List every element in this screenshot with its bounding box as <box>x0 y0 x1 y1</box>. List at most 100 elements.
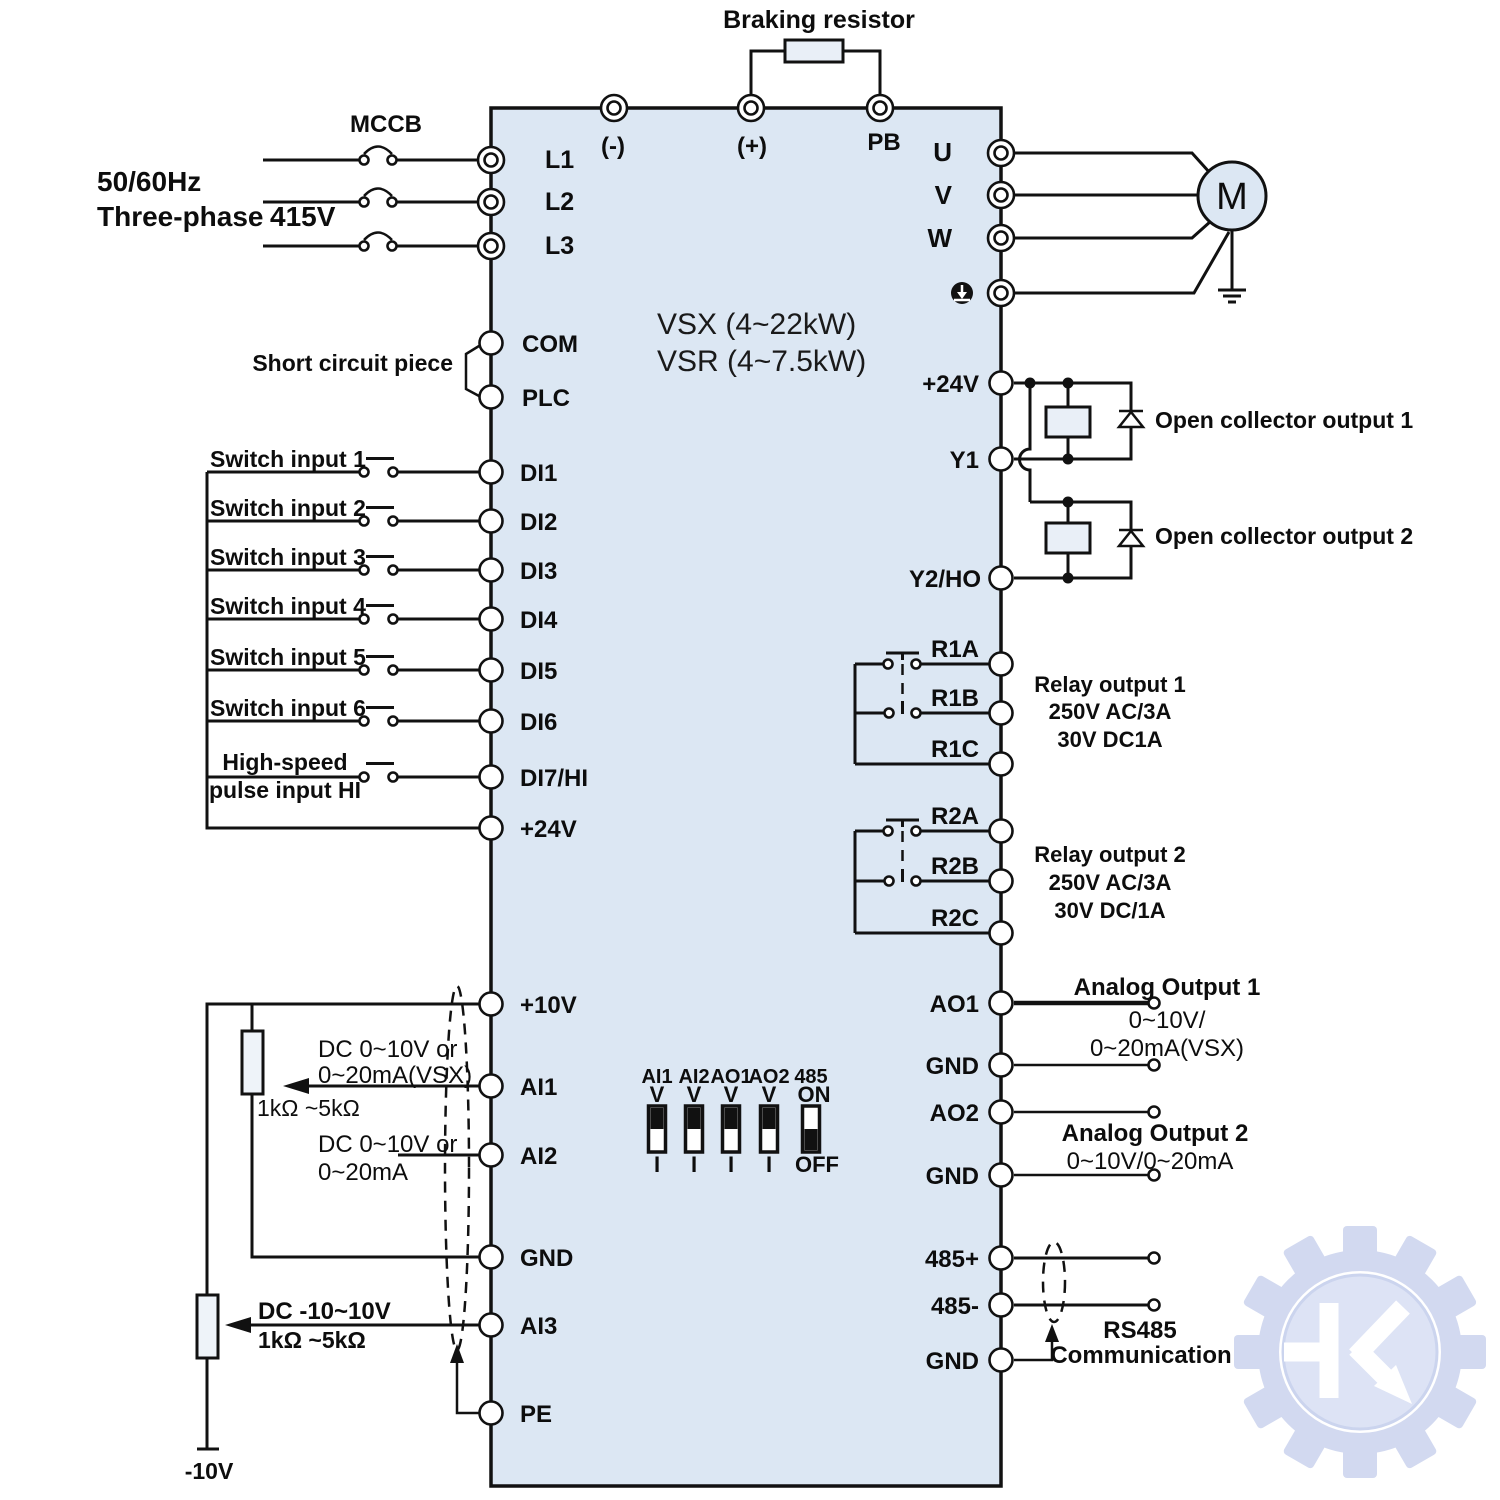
svg-text:V: V <box>762 1082 777 1107</box>
svg-text:L3: L3 <box>545 232 574 260</box>
ai1-note-2: 0~20mA(VSX) <box>318 1062 472 1089</box>
svg-text:AO2: AO2 <box>748 1066 789 1088</box>
shield-ellipse-analog <box>443 984 471 1352</box>
svg-text:250V AC/3A: 250V AC/3A <box>1049 699 1172 724</box>
svg-text:PLC: PLC <box>522 385 570 412</box>
svg-text:Switch input 4: Switch input 4 <box>210 593 366 619</box>
wiper-arrow-ai1 <box>283 1078 309 1094</box>
svg-text:AI2: AI2 <box>520 1143 557 1170</box>
oc2-load <box>1044 521 1092 555</box>
svg-text:pulse input HI: pulse input HI <box>209 777 361 803</box>
svg-text:30V DC/1A: 30V DC/1A <box>1054 898 1165 923</box>
svg-text:Y2/HO: Y2/HO <box>909 566 981 593</box>
svg-text:PB: PB <box>867 129 900 156</box>
dip-switch-ai1[interactable] <box>646 1104 668 1154</box>
terminal-dc-plus: (+) <box>736 93 767 160</box>
svg-text:Switch input 1: Switch input 1 <box>210 446 366 472</box>
terminal-di5: DI5 <box>478 657 557 685</box>
braking-resistor-symbol <box>783 38 845 64</box>
terminal-r1b: R1B <box>931 685 1014 726</box>
terminal-gnd-left: GND <box>478 1244 573 1272</box>
braking-resistor-circuit: Braking resistor <box>723 6 915 95</box>
switch-input-3: Switch input 3 <box>207 544 480 576</box>
potentiometer-1 <box>240 1029 265 1096</box>
analog-output-wires: Analog Output 1 0~10V/ 0~20mA(VSX) Analo… <box>1014 974 1260 1182</box>
terminal-di3: DI3 <box>478 557 557 585</box>
svg-text:+24V: +24V <box>520 816 577 843</box>
svg-text:(+): (+) <box>737 133 767 160</box>
ao2-range: 0~10V/0~20mA <box>1067 1148 1234 1175</box>
svg-text:R1A: R1A <box>931 636 979 663</box>
dip-switch-ao1[interactable] <box>720 1104 742 1154</box>
dip-switch-ao2[interactable] <box>758 1104 780 1154</box>
svg-text:DI5: DI5 <box>520 658 557 685</box>
terminal-u: U <box>933 137 1016 168</box>
terminal-di4: DI4 <box>478 606 558 634</box>
svg-text:L1: L1 <box>545 146 574 174</box>
svg-text:L2: L2 <box>545 188 574 216</box>
rs485-label-1: RS485 <box>1103 1317 1176 1344</box>
terminal-485-plus: 485+ <box>925 1245 1014 1273</box>
terminal-24v-right: +24V <box>922 370 1014 398</box>
svg-text:DI7/HI: DI7/HI <box>520 765 588 792</box>
shield-arrow-485 <box>1045 1324 1059 1342</box>
ai3-note-1: DC -10~10V <box>258 1298 391 1325</box>
svg-text:DI3: DI3 <box>520 558 557 585</box>
motor: M <box>1196 160 1268 232</box>
svg-text:W: W <box>927 223 952 253</box>
oc1-label: Open collector output 1 <box>1155 407 1413 433</box>
dip-switch-ai2[interactable] <box>683 1104 705 1154</box>
svg-text:+24V: +24V <box>922 371 979 398</box>
braking-resistor-label: Braking resistor <box>723 6 915 34</box>
svg-text:R1C: R1C <box>931 736 979 763</box>
motor-output-wires <box>1014 151 1246 304</box>
pot1-label: 1kΩ ~5kΩ <box>257 1095 360 1121</box>
ai2-note-1: DC 0~10V or <box>318 1131 457 1158</box>
svg-text:Switch input 5: Switch input 5 <box>210 644 366 670</box>
svg-text:V: V <box>935 180 953 210</box>
terminal-com: COM <box>478 330 578 358</box>
neg10v-label: -10V <box>185 1458 234 1484</box>
svg-text:+10V: +10V <box>520 992 577 1019</box>
terminal-gnd-ao1: GND <box>926 1052 1014 1080</box>
potentiometer-2 <box>195 1293 220 1360</box>
svg-text:V: V <box>650 1082 665 1107</box>
svg-text:GND: GND <box>926 1053 979 1080</box>
terminal-di2: DI2 <box>478 508 557 536</box>
svg-text:DI4: DI4 <box>520 607 558 634</box>
watermark-k-arrow <box>1284 1300 1410 1398</box>
terminal-di1: DI1 <box>478 459 557 487</box>
terminal-pb: PB <box>865 93 901 156</box>
terminal-w: W <box>927 223 1016 253</box>
ao2-title: Analog Output 2 <box>1062 1120 1249 1147</box>
terminal-24v-left: +24V <box>478 815 577 843</box>
switch-input-2: Switch input 2 <box>207 495 480 527</box>
svg-text:V: V <box>687 1082 702 1107</box>
dip-switch-485[interactable] <box>800 1104 822 1154</box>
terminal-485-minus: 485- <box>931 1292 1014 1320</box>
terminal-y1: Y1 <box>950 446 1014 474</box>
wiper-arrow-ai3 <box>225 1317 251 1333</box>
svg-text:GND: GND <box>520 1245 573 1272</box>
terminal-r2c: R2C <box>931 905 1014 946</box>
svg-text:AO2: AO2 <box>930 1100 979 1127</box>
svg-text:U: U <box>933 137 952 167</box>
relay-output-1: Relay output 1 250V AC/3A 30V DC1A <box>853 651 1186 766</box>
terminal-ai1: AI1 <box>478 1073 557 1101</box>
pot2-label: 1kΩ ~5kΩ <box>258 1327 366 1353</box>
terminal-l1: L1 <box>476 145 574 175</box>
shield-ellipse-485 <box>1041 1240 1067 1324</box>
svg-text:AO1: AO1 <box>710 1066 751 1088</box>
terminal-r2b: R2B <box>931 853 1014 894</box>
high-speed-pulse-input: High-speed pulse input HI <box>207 749 480 803</box>
terminal-ai2: AI2 <box>478 1142 557 1170</box>
svg-text:I: I <box>728 1152 734 1177</box>
svg-text:DI1: DI1 <box>520 460 557 487</box>
svg-text:R2C: R2C <box>931 905 979 932</box>
motor-label: M <box>1216 176 1248 218</box>
svg-text:I: I <box>654 1152 660 1177</box>
terminal-dc-minus: (-) <box>599 93 629 160</box>
svg-text:AI2: AI2 <box>678 1066 709 1088</box>
